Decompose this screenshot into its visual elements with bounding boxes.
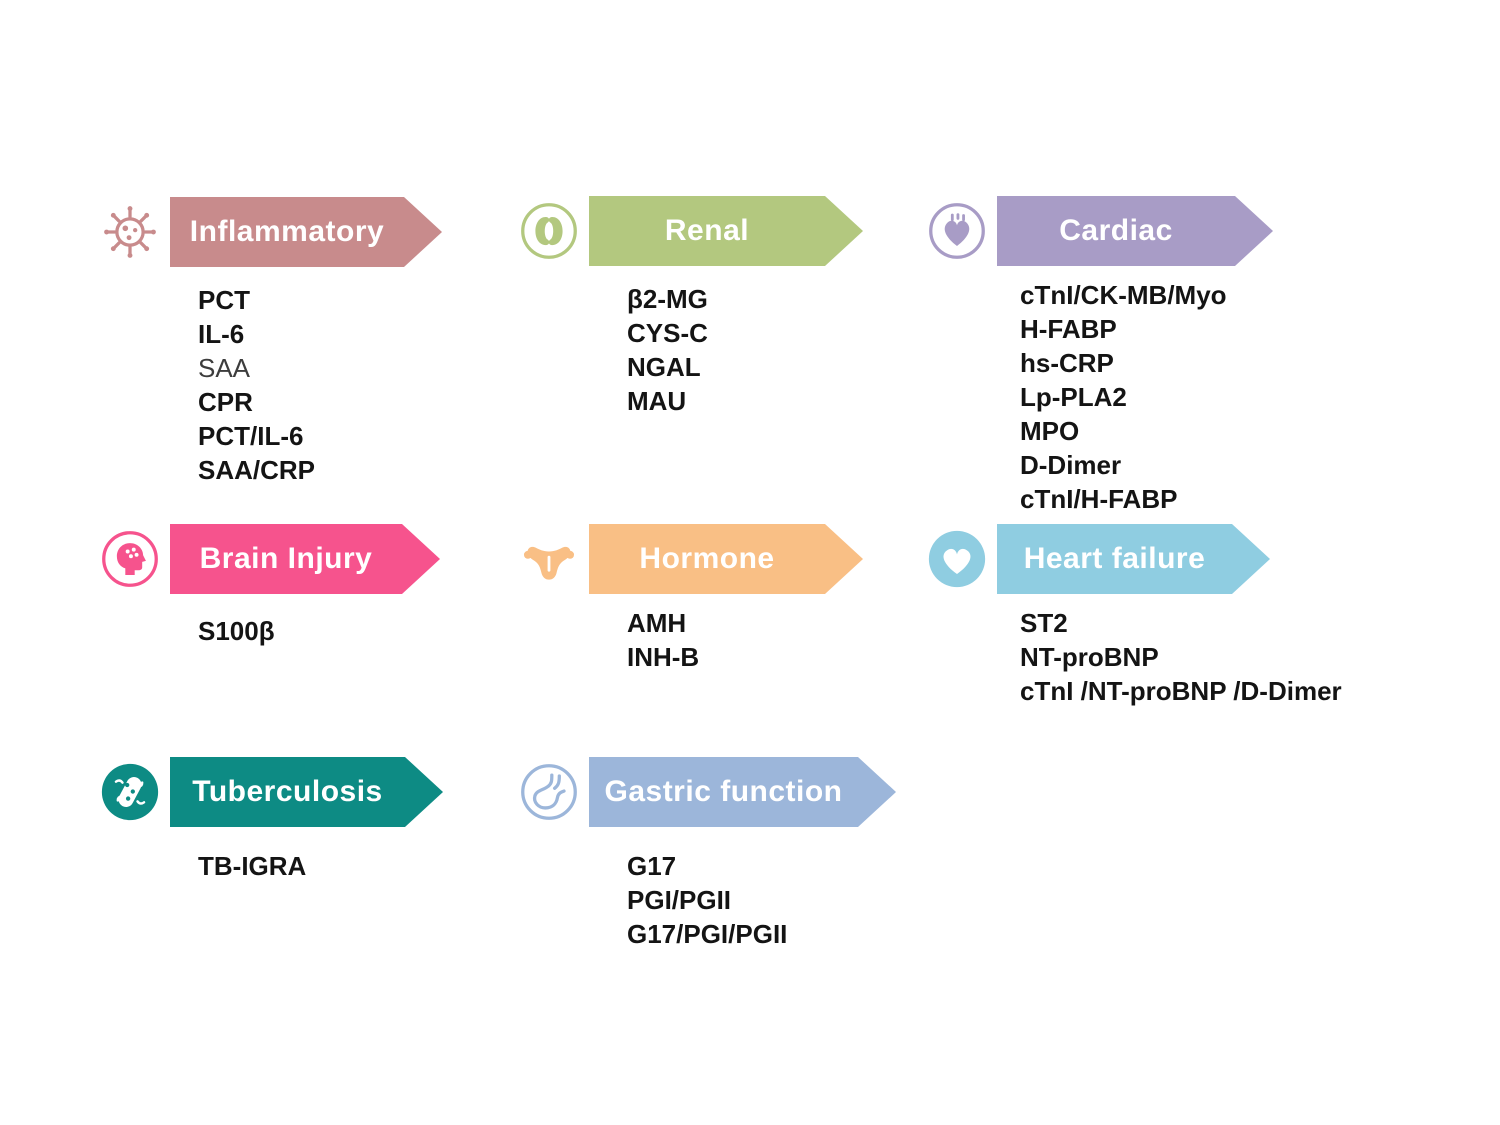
category-banner: Tuberculosis xyxy=(170,757,443,827)
list-item: NT-proBNP xyxy=(1020,642,1159,672)
list-item: SAA xyxy=(198,353,251,383)
category-title: Inflammatory xyxy=(189,215,385,248)
list-item: MAU xyxy=(627,386,687,416)
item-list: cTnI/CK-MB/Myo H-FABP hs-CRP Lp-PLA2 MPO… xyxy=(927,278,1273,516)
category-banner: Cardiac xyxy=(997,196,1273,266)
heart-icon xyxy=(927,529,987,589)
category-brain-injury: Brain Injury S100β xyxy=(100,524,440,648)
list-item: D-Dimer xyxy=(1020,450,1122,480)
kidneys-icon xyxy=(519,201,579,261)
list-item: G17/PGI/PGII xyxy=(627,919,788,949)
list-item: H-FABP xyxy=(1020,314,1117,344)
category-title: Cardiac xyxy=(1059,214,1173,247)
category-banner: Brain Injury xyxy=(170,524,440,594)
cardiac-heart-icon xyxy=(927,201,987,261)
item-list: β2-MG CYS-C NGAL MAU xyxy=(519,282,863,418)
category-header: Renal xyxy=(519,196,863,266)
list-item: IL-6 xyxy=(198,319,245,349)
category-header: Inflammatory xyxy=(100,197,442,267)
item-list: S100β xyxy=(100,614,440,648)
list-item: MPO xyxy=(1020,416,1080,446)
list-item: PCT/IL-6 xyxy=(198,421,304,451)
stomach-icon xyxy=(519,762,579,822)
list-item: PGI/PGII xyxy=(627,885,732,915)
list-item: AMH xyxy=(627,608,687,638)
category-title: Tuberculosis xyxy=(192,775,383,808)
category-header: Gastric function xyxy=(519,757,896,827)
category-hormone: Hormone AMH INH-B xyxy=(519,524,863,674)
list-item: PCT xyxy=(198,285,250,315)
head-brain-icon xyxy=(100,529,160,589)
list-item: NGAL xyxy=(627,352,701,382)
list-item: Lp-PLA2 xyxy=(1020,382,1127,412)
virus-icon xyxy=(100,202,160,262)
category-title: Brain Injury xyxy=(199,542,373,575)
item-list: PCT IL-6 SAA CPR PCT/IL-6 SAA/CRP xyxy=(100,283,442,487)
bacteria-icon xyxy=(100,762,160,822)
item-list: AMH INH-B xyxy=(519,606,863,674)
category-header: Cardiac xyxy=(927,196,1273,266)
category-renal: Renal β2-MG CYS-C NGAL MAU xyxy=(519,196,863,418)
category-heart-failure: Heart failure ST2 NT-proBNP cTnI /NT-pro… xyxy=(927,524,1342,708)
category-title: Hormone xyxy=(639,542,775,575)
list-item: β2-MG xyxy=(627,284,708,314)
list-item: S100β xyxy=(198,616,275,646)
list-item: CYS-C xyxy=(627,318,708,348)
category-banner: Renal xyxy=(589,196,863,266)
list-item: CPR xyxy=(198,387,253,417)
category-title: Heart failure xyxy=(1023,542,1206,575)
category-inflammatory: Inflammatory PCT IL-6 SAA CPR PCT/IL-6 S… xyxy=(100,197,442,487)
category-banner: Gastric function xyxy=(589,757,896,827)
list-item: INH-B xyxy=(627,642,700,672)
item-list: TB-IGRA xyxy=(100,849,443,883)
category-header: Tuberculosis xyxy=(100,757,443,827)
list-item: cTnI/CK-MB/Myo xyxy=(1020,280,1227,310)
category-banner: Heart failure xyxy=(997,524,1270,594)
list-item: TB-IGRA xyxy=(198,851,307,881)
category-title: Renal xyxy=(664,214,750,247)
category-cardiac: Cardiac cTnI/CK-MB/Myo H-FABP hs-CRP Lp-… xyxy=(927,196,1273,516)
list-item: cTnI/H-FABP xyxy=(1020,484,1178,514)
list-item: G17 xyxy=(627,851,677,881)
list-item: ST2 xyxy=(1020,608,1068,638)
category-header: Brain Injury xyxy=(100,524,440,594)
category-tuberculosis: Tuberculosis TB-IGRA xyxy=(100,757,443,883)
category-banner: Inflammatory xyxy=(170,197,442,267)
item-list: G17 PGI/PGII G17/PGI/PGII xyxy=(519,849,896,951)
category-banner: Hormone xyxy=(589,524,863,594)
list-item: cTnI /NT-proBNP /D-Dimer xyxy=(1020,676,1342,706)
item-list: ST2 NT-proBNP cTnI /NT-proBNP /D-Dimer xyxy=(927,606,1342,708)
category-gastric-function: Gastric function G17 PGI/PGII G17/PGI/PG… xyxy=(519,757,896,951)
category-title: Gastric function xyxy=(604,775,843,808)
category-header: Hormone xyxy=(519,524,863,594)
list-item: hs-CRP xyxy=(1020,348,1114,378)
category-header: Heart failure xyxy=(927,524,1342,594)
list-item: SAA/CRP xyxy=(198,455,316,485)
uterus-icon xyxy=(519,529,579,589)
